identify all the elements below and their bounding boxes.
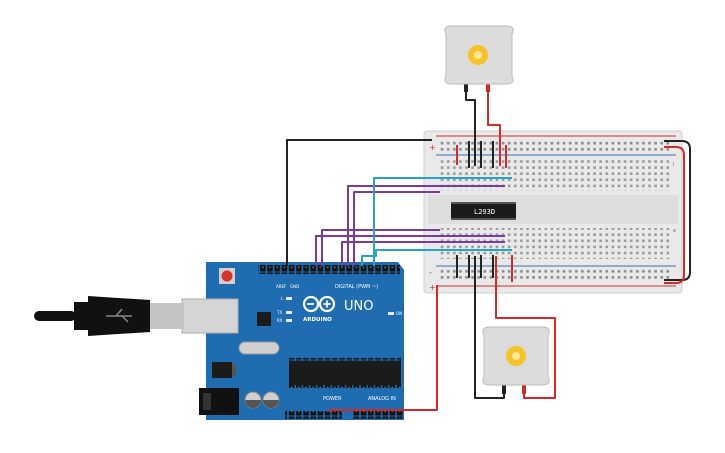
usb-plug-metal [150, 303, 184, 329]
wire-rail-red-right[interactable] [664, 146, 685, 284]
motor-top[interactable] [444, 25, 514, 92]
wire-motor-bottom-black[interactable] [474, 256, 505, 399]
power-jack-opening [203, 393, 211, 410]
atmega-chip [289, 361, 401, 385]
regulator-tab [232, 364, 236, 376]
voltage-regulator [212, 362, 232, 378]
on-led [388, 312, 394, 315]
tx-led [286, 311, 292, 314]
usb-symbol-icon [106, 308, 132, 323]
tx-led-label: TX [276, 310, 282, 315]
wire-signal-cyan-1[interactable] [373, 177, 512, 266]
wire-motor-top-black[interactable] [465, 90, 476, 166]
chip-label: L293D [474, 208, 495, 216]
gear-hub [512, 352, 520, 360]
analog-header [353, 411, 403, 419]
l-led-label: L [281, 296, 284, 301]
wire-signal-purple-4[interactable] [321, 229, 440, 266]
wire-5v-red[interactable] [329, 285, 438, 412]
wire-signal-purple-1[interactable] [347, 185, 505, 266]
atmega-pins-bottom [289, 385, 401, 388]
on-led-label: ON [396, 311, 402, 316]
motor-bottom-terminal-1 [502, 384, 506, 394]
motor-top-terminal-2 [486, 82, 490, 92]
gnd-label: GND [290, 284, 299, 289]
usb-cable[interactable] [34, 296, 239, 336]
rx-led-label: RX [277, 318, 283, 323]
atmega-pins-top [289, 358, 401, 361]
row-letter-e: e [673, 228, 676, 234]
capacitor-1-mark [245, 400, 261, 408]
analog-label: ANALOG IN [368, 396, 396, 402]
wires [286, 90, 691, 412]
rail-plus-label-bottom: + [429, 283, 436, 292]
power-header [285, 411, 342, 419]
aref-label: AREF [276, 284, 287, 289]
motor-bottom[interactable] [482, 326, 550, 394]
arduino-brand-label: ARDUINO [303, 317, 332, 323]
rail-plus-label-top: + [429, 143, 436, 152]
terminal-strip-bottom [440, 228, 672, 259]
chip-body [451, 204, 516, 218]
row-letter-j: j [672, 161, 674, 167]
rail-minus-label-bottom: - [429, 268, 432, 277]
l293d-chip[interactable]: L293D [451, 202, 516, 220]
arduino-uno[interactable]: UNO ARDUINO DIGITAL (PWM ~) AREF GND L T… [199, 262, 404, 420]
usb-port [181, 298, 239, 334]
gear-hub [474, 51, 482, 59]
reset-button[interactable] [221, 270, 233, 282]
wire-rail-black-right[interactable] [664, 140, 691, 281]
power-rail-bottom [440, 269, 672, 282]
chip-pins-bottom [451, 218, 516, 220]
wire-signal-purple-5[interactable] [341, 241, 505, 266]
wire-gnd-black[interactable] [286, 139, 432, 266]
rx-led [286, 319, 292, 322]
crystal [238, 341, 280, 355]
power-label: POWER [323, 396, 342, 402]
motor-top-terminal-1 [464, 82, 468, 92]
l-led [286, 297, 292, 300]
wire-motor-top-red[interactable] [487, 90, 501, 166]
uno-label: UNO [344, 299, 373, 314]
digital-label: DIGITAL (PWM ~) [335, 284, 378, 290]
capacitor-2-mark [263, 400, 279, 408]
usb-chip [257, 312, 271, 326]
wire-signal-cyan-2[interactable] [361, 249, 512, 266]
motor-bottom-terminal-2 [522, 384, 526, 394]
power-rail-top [440, 139, 672, 152]
arduino-logo-icon [302, 295, 336, 313]
wire-signal-purple-3[interactable] [315, 235, 505, 266]
usb-strain-relief [74, 302, 90, 330]
usb-cord [34, 311, 76, 321]
digital-header [258, 265, 400, 274]
chip-pins-top [451, 202, 516, 204]
wire-motor-bottom-red[interactable] [495, 256, 556, 399]
